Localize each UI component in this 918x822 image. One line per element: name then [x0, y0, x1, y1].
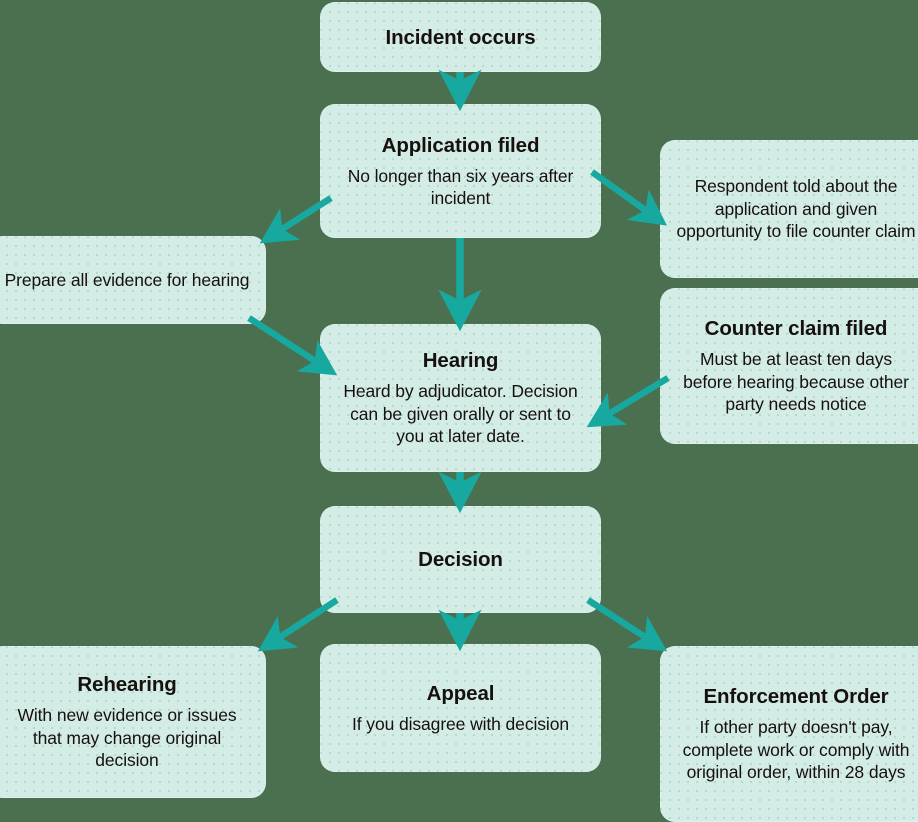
node-appeal[interactable]: Appeal If you disagree with decision: [320, 644, 601, 772]
node-counter-claim-filed-title: Counter claim filed: [704, 317, 888, 341]
node-hearing-body: Heard by adjudicator. Decision can be gi…: [343, 381, 578, 447]
arrow-counter-to-hearing: [586, 375, 670, 428]
node-incident-occurs[interactable]: Incident occurs: [320, 2, 601, 72]
node-incident-occurs-title: Incident occurs: [385, 25, 536, 49]
node-appeal-body: If you disagree with decision: [352, 713, 569, 734]
node-respondent-told-body: Respondent told about the application an…: [676, 176, 916, 242]
node-decision-title: Decision: [418, 548, 503, 571]
node-counter-claim-filed-body: Must be at least ten days before hearing…: [683, 349, 909, 415]
arrow-application-to-respondent: [590, 169, 668, 226]
node-rehearing-body: With new evidence or issues that may cha…: [17, 705, 237, 771]
node-respondent-told[interactable]: Respondent told about the application an…: [660, 140, 918, 278]
node-prepare-evidence-body: Prepare all evidence for hearing: [4, 269, 250, 290]
node-enforcement-order-body: If other party doesn't pay, complete wor…: [682, 717, 910, 783]
node-hearing[interactable]: Hearing Heard by adjudicator. Decision c…: [320, 324, 601, 472]
node-counter-claim-filed[interactable]: Counter claim filed Must be at least ten…: [660, 288, 918, 444]
node-enforcement-order-title: Enforcement Order: [703, 685, 889, 709]
arrow-decision-to-enforcement: [586, 597, 668, 652]
node-rehearing-title: Rehearing: [77, 673, 177, 697]
node-hearing-title: Hearing: [422, 349, 499, 373]
node-enforcement-order[interactable]: Enforcement Order If other party doesn't…: [660, 646, 918, 822]
node-decision[interactable]: Decision: [320, 506, 601, 613]
node-rehearing[interactable]: Rehearing With new evidence or issues th…: [0, 646, 266, 798]
node-prepare-evidence[interactable]: Prepare all evidence for hearing: [0, 236, 266, 324]
node-appeal-title: Appeal: [426, 681, 495, 705]
node-application-filed-body: No longer than six years after incident: [347, 165, 574, 208]
node-application-filed[interactable]: Application filed No longer than six yea…: [320, 104, 601, 238]
node-application-filed-title: Application filed: [381, 133, 540, 157]
